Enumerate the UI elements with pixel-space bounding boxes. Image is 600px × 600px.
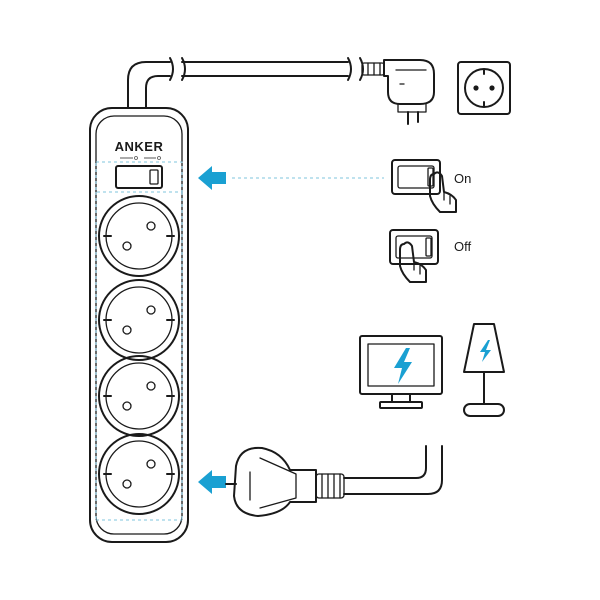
arrow-left-icon <box>198 470 226 494</box>
angled-plug-bottom <box>225 446 317 517</box>
power-strip: ANKER <box>89 107 189 543</box>
hand-icon <box>399 241 427 283</box>
outlet-1 <box>98 195 180 277</box>
brand-logo: ANKER <box>115 139 164 154</box>
outlet-2 <box>98 279 180 361</box>
strip-power-switch[interactable] <box>115 165 163 189</box>
switch-on-illustration <box>391 159 457 213</box>
outlet-3 <box>98 355 180 437</box>
switch-off-label: Off <box>454 239 471 254</box>
top-cable <box>127 57 385 109</box>
angled-plug-top <box>383 59 435 125</box>
bottom-cable <box>315 445 443 499</box>
hand-icon <box>429 171 457 213</box>
monitor-icon <box>359 335 443 409</box>
arrow-left-icon <box>198 166 226 190</box>
outlet-4 <box>98 433 180 515</box>
lightning-bolt-icon <box>394 348 412 384</box>
switch-off-illustration <box>389 229 439 283</box>
lamp-icon <box>463 323 505 417</box>
lightning-bolt-icon <box>480 340 491 362</box>
switch-on-label: On <box>454 171 471 186</box>
wall-socket <box>457 61 511 115</box>
